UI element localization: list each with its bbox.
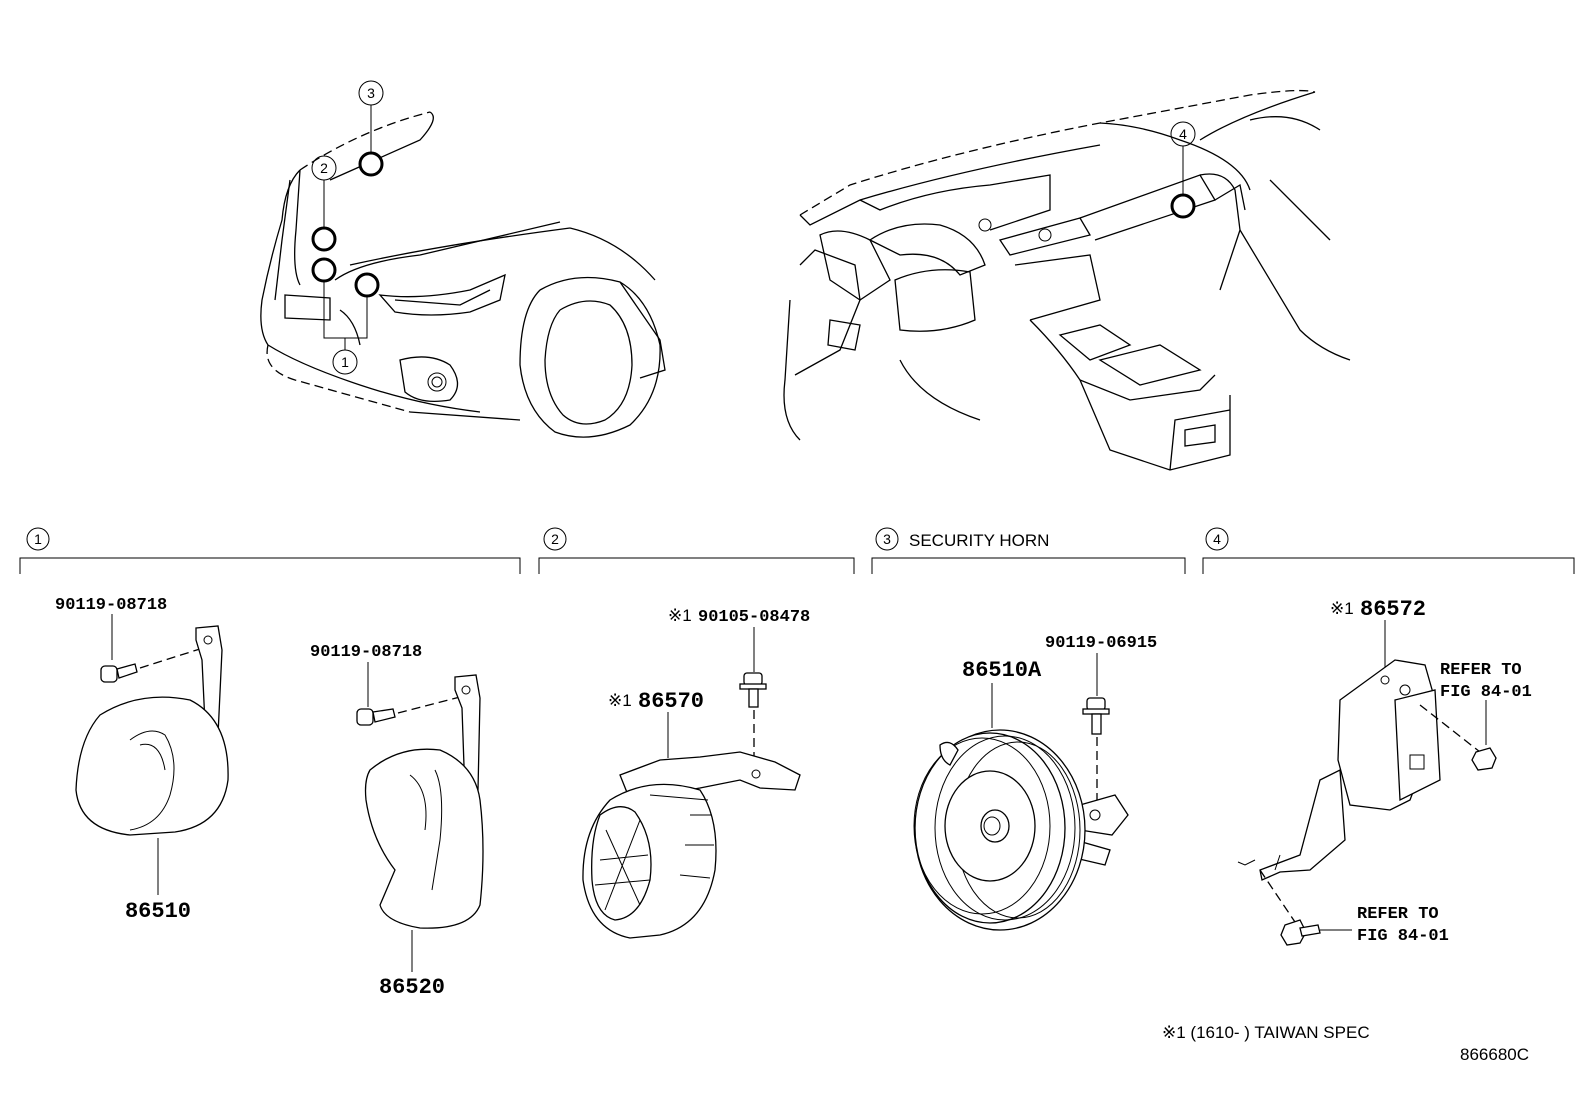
section-4-badge xyxy=(1205,527,1229,551)
section-headers: 1 2 3 SECURITY HORN 4 xyxy=(19,527,1575,574)
part-number-86570: 86570 xyxy=(638,689,704,714)
svg-text:1: 1 xyxy=(341,354,349,370)
horn-low-icon xyxy=(75,696,229,836)
part-number-90119-08718-b: 90119-08718 xyxy=(310,643,422,662)
flange-bolt-icon xyxy=(1082,697,1110,735)
dashboard-illustration xyxy=(783,89,1351,471)
security-horn-icon xyxy=(913,729,1129,931)
front-callouts: 3 2 1 xyxy=(311,80,384,375)
section-1-parts: 90119-08718 86510 90119-08718 xyxy=(55,596,484,1000)
svg-text:3: 3 xyxy=(367,85,375,101)
svg-text:4: 4 xyxy=(1179,126,1187,142)
section-2-parts: ※1 90105-08478 ※1 86570 xyxy=(582,606,810,939)
callout-1 xyxy=(332,349,358,375)
bolt-icon xyxy=(100,663,138,683)
bolt-icon xyxy=(356,708,396,726)
svg-text:※1: ※1 xyxy=(608,691,632,710)
ecu-bracket-icon xyxy=(1237,659,1441,881)
section-1-badge xyxy=(26,527,50,551)
location-marker-1a xyxy=(311,257,337,283)
part-number-86520: 86520 xyxy=(379,975,445,1000)
ref-fig-84-01-b-line2: FIG 84-01 xyxy=(1357,927,1449,946)
ref-fig-84-01-b-line1: REFER TO xyxy=(1357,905,1439,924)
svg-text:2: 2 xyxy=(551,531,559,547)
flange-bolt-icon xyxy=(739,672,767,708)
location-marker-3 xyxy=(358,151,384,177)
nut-icon xyxy=(1471,747,1497,771)
svg-text:3: 3 xyxy=(883,531,891,547)
section-3-title: SECURITY HORN xyxy=(909,531,1049,550)
diagram-code: 866680C xyxy=(1460,1045,1529,1064)
section-3-bracket xyxy=(871,557,1186,574)
bolt-icon xyxy=(1280,919,1321,946)
horn-high-icon xyxy=(364,748,484,929)
ref-fig-84-01-a-line2: FIG 84-01 xyxy=(1440,683,1532,702)
section-2-bracket xyxy=(538,557,855,574)
svg-text:1: 1 xyxy=(34,531,42,547)
footnote-taiwan-spec: ※1 (1610- ) TAIWAN SPEC xyxy=(1162,1023,1370,1042)
section-1-bracket xyxy=(19,557,521,574)
svg-text:※1: ※1 xyxy=(668,606,692,625)
svg-text:4: 4 xyxy=(1213,531,1221,547)
car-front-illustration xyxy=(260,111,666,438)
location-marker-4 xyxy=(1170,193,1196,219)
section-4-parts: ※1 86572 REFER TO FIG 84-01 REFER TO FIG… xyxy=(1237,597,1532,946)
location-marker-1b xyxy=(354,272,380,298)
part-number-86510A: 86510A xyxy=(962,658,1042,683)
svg-text:※1: ※1 xyxy=(1330,599,1354,618)
part-number-90105-08478: 90105-08478 xyxy=(698,608,810,627)
part-number-90119-08718-a: 90119-08718 xyxy=(55,596,167,615)
part-number-86510: 86510 xyxy=(125,899,191,924)
location-marker-2 xyxy=(311,226,337,252)
section-2-badge xyxy=(543,527,567,551)
section-3-badge xyxy=(875,527,899,551)
dash-callouts: 4 xyxy=(1170,121,1196,219)
ref-fig-84-01-a-line1: REFER TO xyxy=(1440,661,1522,680)
section-3-parts: 90119-06915 86510A xyxy=(913,634,1157,931)
siren-icon xyxy=(582,783,717,939)
part-number-86572: 86572 xyxy=(1360,597,1426,622)
svg-text:2: 2 xyxy=(320,160,328,176)
part-number-90119-06915: 90119-06915 xyxy=(1045,634,1157,653)
section-4-bracket xyxy=(1202,557,1575,574)
